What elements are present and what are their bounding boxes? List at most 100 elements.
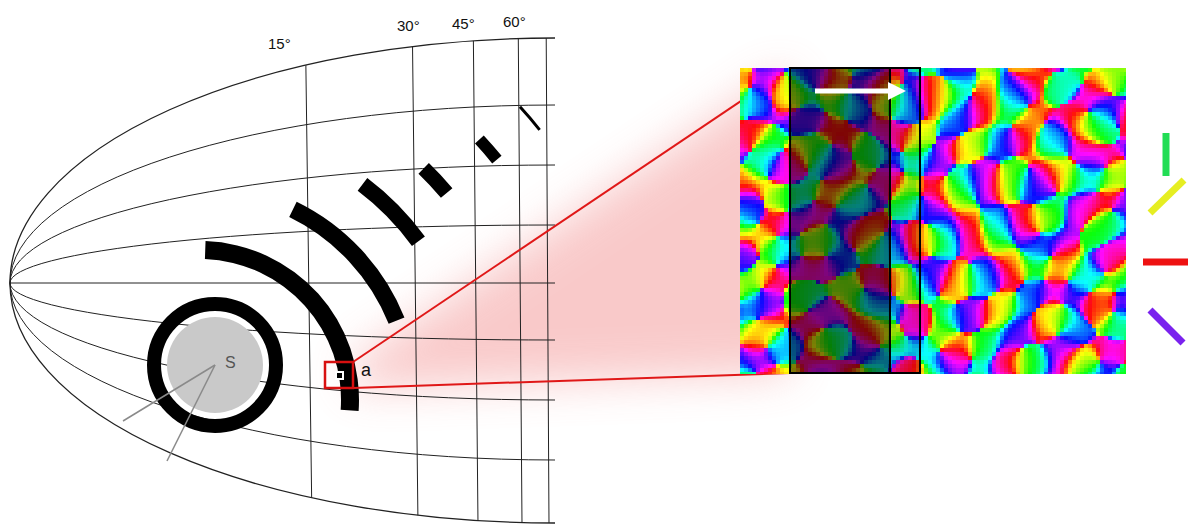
map-cell [780,104,785,109]
map-cell [752,100,757,105]
map-cell [1040,84,1045,89]
map-cell [1108,124,1113,129]
map-cell [1108,100,1113,105]
map-cell [976,132,981,137]
map-cell [952,132,957,137]
map-cell [996,108,1001,113]
map-cell [784,120,789,125]
map-cell [1068,92,1073,97]
map-cell [1060,132,1065,137]
map-cell [1100,100,1105,105]
map-cell [1028,108,1033,113]
map-cell [932,68,937,73]
map-cell [1092,80,1097,85]
map-cell [1052,136,1057,141]
map-cell [1088,68,1093,73]
map-cell [1020,132,1025,137]
map-cell [940,88,945,93]
map-cell [924,80,929,85]
map-cell [1052,120,1057,125]
map-cell [1056,72,1061,77]
map-cell [988,116,993,121]
map-cell [1068,84,1073,89]
map-cell [1076,140,1081,145]
map-cell [748,112,753,117]
map-cell [1084,124,1089,129]
eccentricity-line [412,0,418,525]
map-cell [768,132,773,137]
map-cell [1048,84,1053,89]
map-cell [936,96,941,101]
map-cell [1052,144,1057,149]
map-cell [992,76,997,81]
map-cell [776,76,781,81]
map-cell [1024,68,1029,73]
map-cell [1064,72,1069,77]
map-cell [756,80,761,85]
map-cell [752,92,757,97]
map-cell [1056,68,1061,73]
map-cell [1044,68,1049,73]
map-cell [748,84,753,89]
map-cell [1016,136,1021,141]
map-cell [1068,108,1073,113]
map-cell [1096,124,1101,129]
map-cell [1072,72,1077,77]
map-cell [1124,116,1126,121]
map-cell [1044,104,1049,109]
map-cell [1020,80,1025,85]
map-cell [1056,76,1061,81]
map-cell [964,80,969,85]
map-cell [1016,80,1021,85]
map-cell [752,112,757,117]
map-cell [1064,136,1069,141]
map-cell [1120,112,1125,117]
map-cell [1064,104,1069,109]
map-cell [944,100,949,105]
map-cell [956,132,961,137]
map-cell [1104,92,1109,97]
map-cell [1124,88,1126,93]
map-cell [928,144,933,149]
map-cell [1112,100,1117,105]
map-cell [760,68,765,73]
map-cell [1032,100,1037,105]
map-cell [928,84,933,89]
map-cell [1036,124,1041,129]
map-cell [956,136,961,141]
map-cell [1104,68,1109,73]
map-cell [1124,136,1126,141]
map-cell [752,132,757,137]
map-cell [780,76,785,81]
map-cell [1092,140,1097,145]
map-cell [976,88,981,93]
map-cell [1108,76,1113,81]
map-cell [932,92,937,97]
map-cell [1004,80,1009,85]
map-cell [1112,136,1117,141]
map-cell [1064,108,1069,113]
map-cell [956,84,961,89]
map-cell [1116,116,1121,121]
map-cell [1000,104,1005,109]
map-cell [992,68,997,73]
map-cell [980,80,985,85]
map-cell [988,80,993,85]
map-cell [1000,76,1005,81]
map-cell [964,120,969,125]
map-cell [1060,144,1065,149]
map-cell [980,112,985,117]
map-cell [1124,140,1126,145]
map-cell [1008,108,1013,113]
map-cell [1012,92,1017,97]
map-cell [784,128,789,133]
map-cell [1008,136,1013,141]
map-cell [996,124,1001,129]
map-cell [1100,108,1105,113]
map-cell [780,96,785,101]
map-cell [1040,76,1045,81]
map-cell [1108,80,1113,85]
map-cell [764,120,769,125]
map-cell [992,112,997,117]
map-cell [1028,96,1033,101]
